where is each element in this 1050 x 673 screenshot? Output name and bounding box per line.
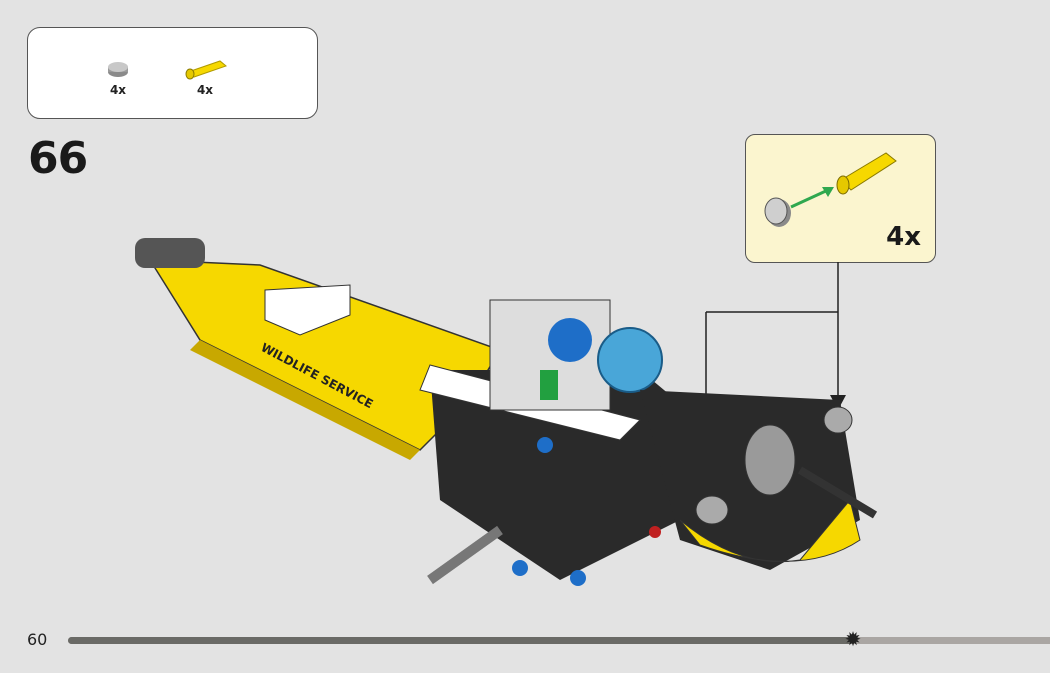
callout-quantity: 4x [886,222,921,252]
progress-bar: ✹ [68,629,1050,649]
part-quantity: 4x [109,83,127,97]
page-number: 60 [27,630,48,649]
round-tile-icon [108,62,128,77]
progress-fill [68,637,854,644]
part-round-tile: 4x [103,58,133,97]
step-number: 66 [28,133,88,184]
body-frame [419,299,878,586]
progress-marker-icon: ✹ [844,627,862,651]
parts-list-box: 4x 4x [27,27,318,119]
axle-pin-icon [185,60,228,80]
part-quantity: 4x [196,83,214,97]
assembly-illustration [764,152,897,227]
sub-assembly-callout: 4x [745,134,936,263]
part-axle-pin: 4x [180,58,230,97]
green-arrow-icon [790,188,829,209]
